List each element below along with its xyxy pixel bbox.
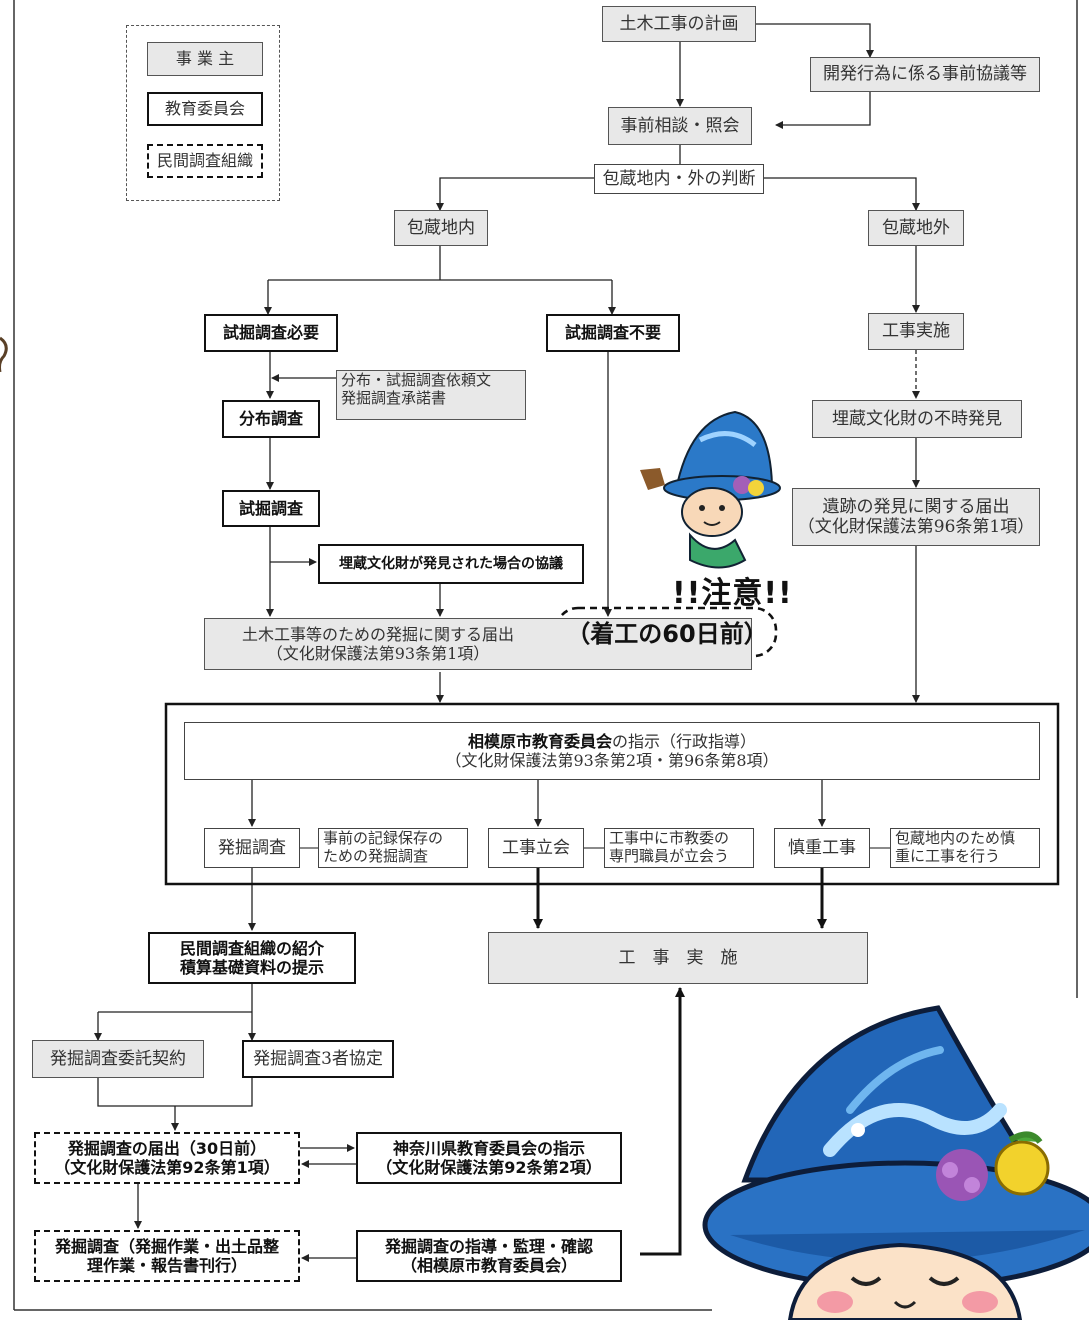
mascot-large-image <box>702 1005 1089 1320</box>
node-witness: 工事立会 <box>488 828 584 868</box>
node-outside: 包蔵地外 <box>868 210 964 246</box>
node-instruction: 相模原市教育委員会の指示（行政指導） （文化財保護法第93条第2項・第96条第8… <box>184 722 1040 780</box>
node-careful-note: 包蔵地内のため慎 重に工事を行う <box>890 828 1040 868</box>
legend-owner: 事 業 主 <box>147 42 263 76</box>
node-trial-survey: 試掘調査 <box>222 490 320 527</box>
node-inside: 包蔵地内 <box>394 210 488 246</box>
legend-board: 教育委員会 <box>147 92 263 126</box>
node-notification-92: 発掘調査の届出（30日前） （文化財保護法第92条第1項） <box>34 1132 300 1184</box>
mascot-running-image <box>640 410 781 569</box>
node-introduce: 民間調査組織の紹介 積算基礎資料の提示 <box>148 932 356 984</box>
node-excavation-note: 事前の記録保存の ための発掘調査 <box>318 828 468 868</box>
node-pre-consult: 事前相談・照会 <box>608 107 752 145</box>
caution-note: !!注意!! <box>672 576 793 611</box>
node-guidance: 発掘調査の指導・監理・確認 （相模原市教育委員会） <box>356 1230 622 1282</box>
node-trial-needed: 試掘調査必要 <box>204 314 338 352</box>
node-contract: 発掘調査委託契約 <box>32 1040 204 1078</box>
node-discovery: 埋蔵文化財の不時発見 <box>812 400 1022 438</box>
node-kanagawa: 神奈川県教育委員会の指示 （文化財保護法第92条第2項） <box>356 1132 622 1184</box>
node-trial-not-needed: 試掘調査不要 <box>546 314 680 352</box>
node-construction-outside: 工事実施 <box>868 313 964 350</box>
node-found-consult: 埋蔵文化財が発見された場合の協議 <box>318 544 584 584</box>
node-plan: 土木工事の計画 <box>602 6 756 42</box>
node-excavation: 発掘調査 <box>204 828 300 868</box>
legend: 事 業 主 教育委員会 民間調査組織 <box>126 25 280 201</box>
legend-private: 民間調査組織 <box>147 144 263 178</box>
node-notification-93: 土木工事等のための発掘に関する届出 （文化財保護法第93条第1項） <box>204 618 752 670</box>
node-excavation-work: 発掘調査（発掘作業・出土品整 理作業・報告書刊行） <box>34 1230 300 1282</box>
node-pre-consult-dev: 開発行為に係る事前協議等 <box>810 57 1040 92</box>
edge-decoration <box>0 336 8 372</box>
node-notification-96: 遺跡の発見に関する届出 （文化財保護法第96条第1項） <box>792 488 1040 546</box>
node-agreement: 発掘調査3者協定 <box>242 1040 394 1078</box>
deadline-note: （着工の60日前） <box>566 620 768 648</box>
node-judge: 包蔵地内・外の判断 <box>594 164 764 194</box>
node-distribution-survey: 分布調査 <box>222 400 320 438</box>
node-construction-final: 工 事 実 施 <box>488 932 868 984</box>
node-careful: 慎重工事 <box>774 828 870 868</box>
node-request-docs: 分布・試掘調査依頼文 発掘調査承諾書 <box>336 370 526 420</box>
node-witness-note: 工事中に市教委の 専門職員が立会う <box>604 828 754 868</box>
